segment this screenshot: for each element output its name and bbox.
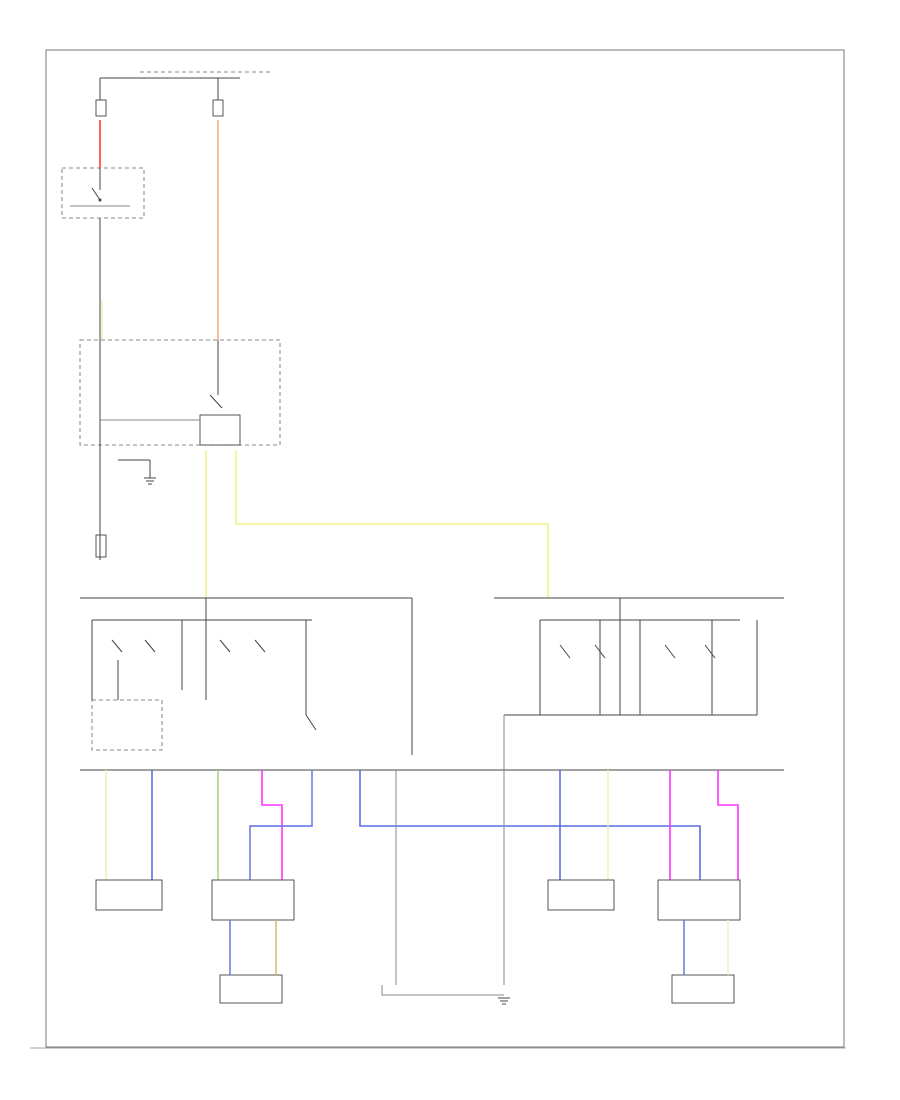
switch-contact-icon — [254, 639, 266, 653]
right-rear-switch — [657, 879, 741, 921]
switch-contact-icon — [704, 644, 716, 659]
switch-contact-icon — [91, 187, 101, 201]
left-master-switch — [80, 597, 413, 755]
switch-contact-icon — [559, 644, 571, 659]
wire-magenta-left — [261, 770, 283, 880]
switch-contact-icon — [664, 644, 676, 659]
left-rear-switch — [211, 879, 295, 921]
power-bus — [99, 71, 270, 100]
right-rear-motor — [671, 974, 735, 1004]
left-fuse — [95, 99, 107, 117]
control-unit — [95, 450, 156, 560]
right-fuse — [212, 99, 224, 117]
right-master-switch — [494, 597, 784, 716]
ground-bus — [381, 985, 504, 996]
wire-yellow-crossover — [235, 450, 549, 598]
relay-contact-icon — [209, 394, 223, 409]
switch-contact-icon — [305, 714, 317, 731]
right-front-motor — [547, 879, 615, 911]
left-rear-motor — [219, 974, 283, 1004]
wire-magenta-right-2 — [717, 770, 739, 880]
ignition-switch — [61, 167, 145, 219]
ground-symbol-icon — [498, 997, 510, 1005]
switch-contact-icon — [144, 639, 156, 653]
wire-blue-main-bus — [359, 770, 701, 880]
ground-symbol-icon — [144, 477, 156, 485]
switch-contact-icon — [594, 644, 606, 659]
left-front-motor — [95, 879, 163, 911]
diagram-frame — [45, 49, 845, 1048]
wire-blue-left-cross — [249, 770, 313, 880]
switch-contact-icon — [219, 639, 231, 653]
relay-block — [79, 339, 281, 450]
switch-contact-icon — [111, 639, 123, 653]
